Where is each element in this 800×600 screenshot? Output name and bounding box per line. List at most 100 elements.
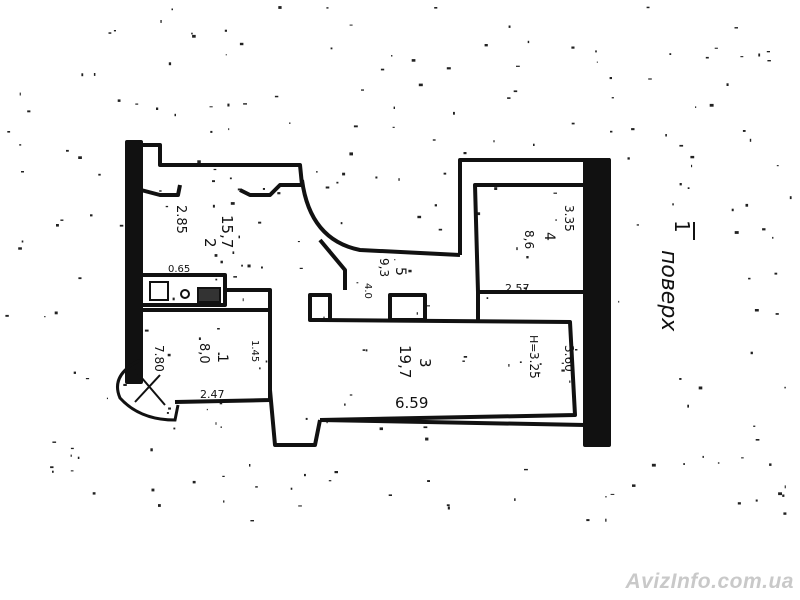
room-3-prefix: H=: [527, 335, 540, 353]
noise-speck: [243, 103, 247, 105]
balcony: [116, 338, 180, 422]
room-5-area: 9,3: [377, 258, 391, 277]
noise-speck: [789, 196, 792, 200]
noise-speck: [167, 353, 171, 357]
noise-speck: [326, 421, 328, 424]
floor-number: 1: [670, 220, 694, 233]
noise-speck: [418, 83, 423, 87]
noise-speck: [150, 448, 153, 452]
noise-speck: [228, 128, 230, 131]
noise-speck: [93, 73, 96, 76]
floor-label: 1 поверх: [656, 220, 695, 332]
noise-speck: [78, 156, 82, 159]
noise-speck: [173, 427, 176, 430]
noise-speck: [171, 8, 173, 11]
noise-speck: [755, 499, 758, 502]
noise-speck: [714, 47, 718, 49]
noise-speck: [334, 471, 338, 474]
noise-speck: [158, 504, 161, 507]
noise-speck: [7, 131, 11, 133]
noise-speck: [70, 447, 74, 450]
noise-speck: [731, 208, 734, 212]
noise-speck: [233, 276, 237, 278]
noise-speck: [232, 251, 235, 254]
noise-speck: [220, 426, 222, 428]
noise-speck: [679, 378, 682, 380]
noise-speck: [508, 364, 510, 367]
noise-speck: [56, 224, 59, 227]
noise-speck: [278, 6, 282, 9]
noise-speck: [784, 386, 786, 389]
noise-speck: [239, 42, 244, 46]
noise-speck: [508, 25, 511, 28]
noise-speck: [168, 407, 171, 410]
noise-speck: [748, 277, 751, 280]
noise-speck: [304, 473, 306, 477]
bathroom-fixtures: [149, 281, 221, 303]
noise-speck: [741, 457, 744, 459]
noise-speck: [494, 187, 498, 190]
noise-speck: [223, 500, 225, 503]
noise-speck: [705, 56, 709, 59]
noise-speck: [514, 498, 516, 501]
room-4-dim-bottom: 2.57: [505, 282, 530, 295]
right-wall: [583, 158, 611, 447]
noise-speck: [113, 30, 116, 32]
noise-speck: [513, 90, 518, 93]
room-5-number: 5: [392, 267, 408, 276]
noise-speck: [224, 29, 227, 32]
room-3-area: 19,7: [396, 345, 414, 378]
noise-speck: [361, 89, 364, 91]
noise-speck: [691, 164, 693, 168]
noise-speck: [766, 51, 770, 53]
noise-speck: [523, 287, 527, 290]
noise-speck: [432, 139, 436, 141]
noise-speck: [778, 492, 782, 496]
noise-speck: [375, 176, 378, 179]
noise-speck: [217, 328, 220, 330]
noise-speck: [596, 61, 598, 63]
noise-speck: [569, 380, 571, 383]
noise-speck: [119, 224, 124, 227]
noise-speck: [737, 502, 741, 505]
noise-speck: [571, 122, 575, 125]
column-right: [388, 293, 427, 322]
noise-speck: [516, 247, 518, 251]
noise-speck: [242, 298, 244, 302]
noise-speck: [298, 505, 302, 507]
room-2-number: 2: [201, 238, 219, 248]
noise-speck: [19, 92, 21, 96]
noise-speck: [605, 518, 607, 522]
noise-speck: [632, 484, 636, 487]
noise-speck: [427, 480, 430, 482]
noise-speck: [537, 372, 541, 374]
noise-speck: [610, 493, 615, 495]
noise-speck: [411, 59, 416, 62]
noise-speck: [776, 165, 779, 167]
noise-speck: [213, 168, 217, 171]
noise-speck: [255, 486, 258, 488]
noise-speck: [289, 122, 291, 124]
noise-speck: [18, 247, 22, 250]
noise-speck: [323, 316, 325, 320]
noise-speck: [755, 439, 760, 441]
noise-speck: [462, 360, 465, 362]
noise-speck: [610, 130, 613, 133]
noise-speck: [336, 181, 339, 184]
room-4-number: 4: [541, 232, 557, 241]
noise-speck: [486, 297, 489, 299]
noise-speck: [476, 212, 481, 216]
noise-speck: [262, 188, 265, 190]
hall-partition: [225, 288, 272, 310]
noise-speck: [669, 53, 672, 55]
noise-speck: [740, 56, 744, 58]
noise-speck: [353, 125, 358, 128]
noise-speck: [261, 266, 263, 269]
room-2-dim: 2.85: [173, 205, 188, 234]
noise-speck: [434, 7, 438, 9]
noise-speck: [749, 138, 752, 142]
noise-speck: [609, 77, 612, 80]
noise-speck: [192, 34, 196, 38]
